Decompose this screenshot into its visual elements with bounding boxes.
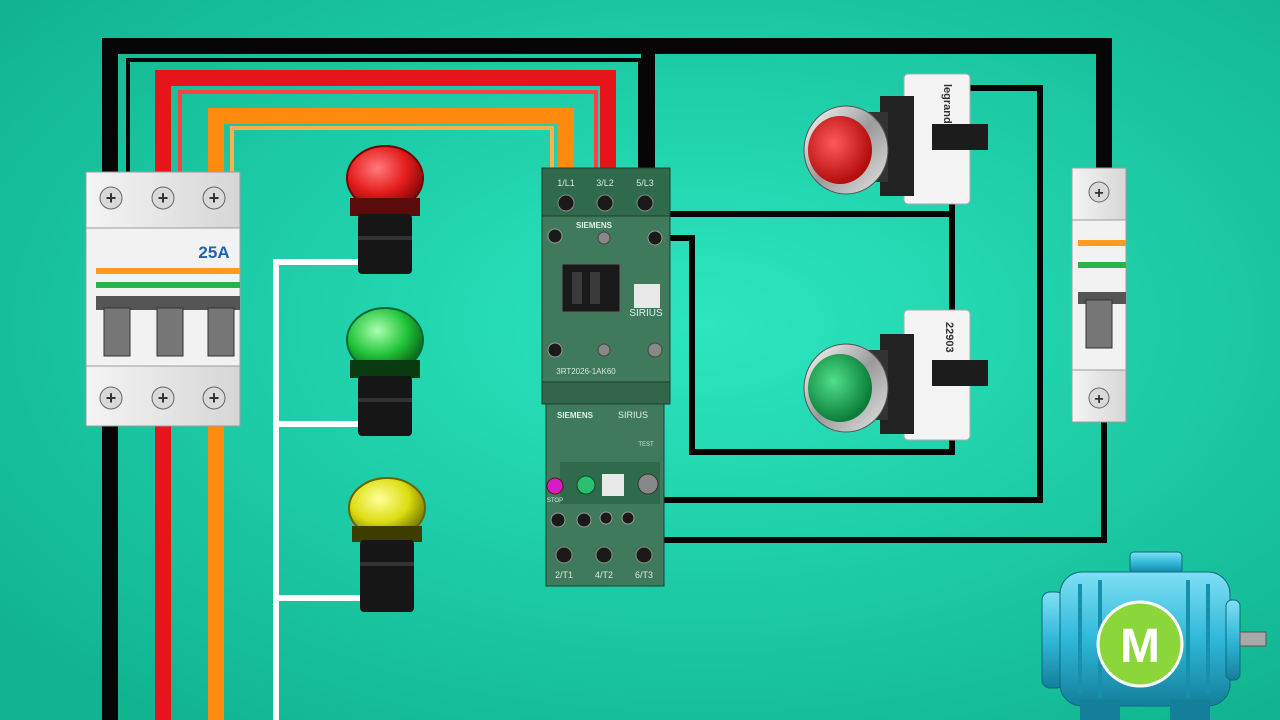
- overload-terminal-label: 6/T3: [635, 570, 653, 580]
- three-pole-breaker[interactable]: + + + 25A + + +: [85, 171, 241, 427]
- contactor-terminal-label: 3/L2: [596, 178, 614, 188]
- wire-white: [273, 259, 362, 720]
- contactor-model: 3RT2026-1AK60: [556, 367, 616, 376]
- single-breaker-handle[interactable]: [1085, 299, 1113, 349]
- push-button-brand: legrand: [941, 84, 953, 124]
- pilot-lamp-red: [346, 145, 424, 274]
- pilot-lamp-green: [346, 307, 424, 436]
- wire-orange-inner: [230, 126, 554, 175]
- svg-text:+: +: [158, 188, 169, 208]
- red-button-cap[interactable]: [808, 116, 872, 184]
- contactor-terminal-label: 5/L3: [636, 178, 654, 188]
- push-button-part-number: 22903: [943, 322, 955, 353]
- breaker-stripe-green: [96, 282, 240, 288]
- breaker-rating-label: 25A: [198, 243, 229, 262]
- overload-terminal-label: 4/T2: [595, 570, 613, 580]
- green-button-cap[interactable]: [808, 354, 872, 422]
- overload-test-label: TEST: [638, 442, 654, 448]
- breaker-handle-bar: [96, 296, 240, 310]
- push-button-start-green[interactable]: 22903: [803, 309, 988, 441]
- overload-current-dial[interactable]: [637, 473, 659, 495]
- contactor-brand: SIEMENS: [576, 221, 613, 230]
- breaker-bottom-screws: + + +: [99, 386, 226, 410]
- wire-black-l1-inner: [126, 58, 642, 175]
- motor-badge: [1096, 600, 1184, 688]
- svg-text:+: +: [209, 188, 220, 208]
- contactor-qr: [634, 284, 660, 308]
- overload-stop-button[interactable]: [546, 477, 564, 495]
- contactor[interactable]: 1/L1 3/L2 5/L3 SIEMENS SIRIUS 3RT2026-1A…: [541, 167, 671, 587]
- svg-text:+: +: [106, 188, 117, 208]
- breaker-stripe-orange: [96, 268, 240, 274]
- push-button-stop-red[interactable]: legrand: [803, 73, 988, 205]
- single-pole-breaker[interactable]: + +: [1071, 167, 1127, 423]
- wire-red-inner: [178, 90, 598, 175]
- overload-brand: SIEMENS: [557, 411, 594, 420]
- svg-text:+: +: [106, 388, 117, 408]
- motor: M: [1041, 551, 1267, 720]
- overload-terminal-label: 2/T1: [555, 570, 573, 580]
- svg-text:+: +: [158, 388, 169, 408]
- overload-reset-dial[interactable]: [576, 475, 596, 495]
- breaker-top-screws: + + +: [99, 186, 226, 210]
- contactor-terminal-label: 1/L1: [557, 178, 575, 188]
- overload-stop-label: STOP: [547, 498, 563, 504]
- overload-relay[interactable]: SIEMENS SIRIUS TEST STOP 2/T1 4/T2 6/T3: [545, 403, 665, 587]
- pilot-lamp-yellow: [348, 477, 426, 612]
- contactor-series: SIRIUS: [629, 308, 663, 319]
- svg-text:+: +: [1094, 391, 1103, 408]
- breaker-handles[interactable]: [103, 307, 235, 357]
- overload-series: SIRIUS: [618, 410, 648, 420]
- svg-text:+: +: [209, 388, 220, 408]
- motor-shaft: [1239, 631, 1267, 647]
- motor-label: M: [1120, 620, 1160, 673]
- svg-text:+: +: [1094, 185, 1103, 202]
